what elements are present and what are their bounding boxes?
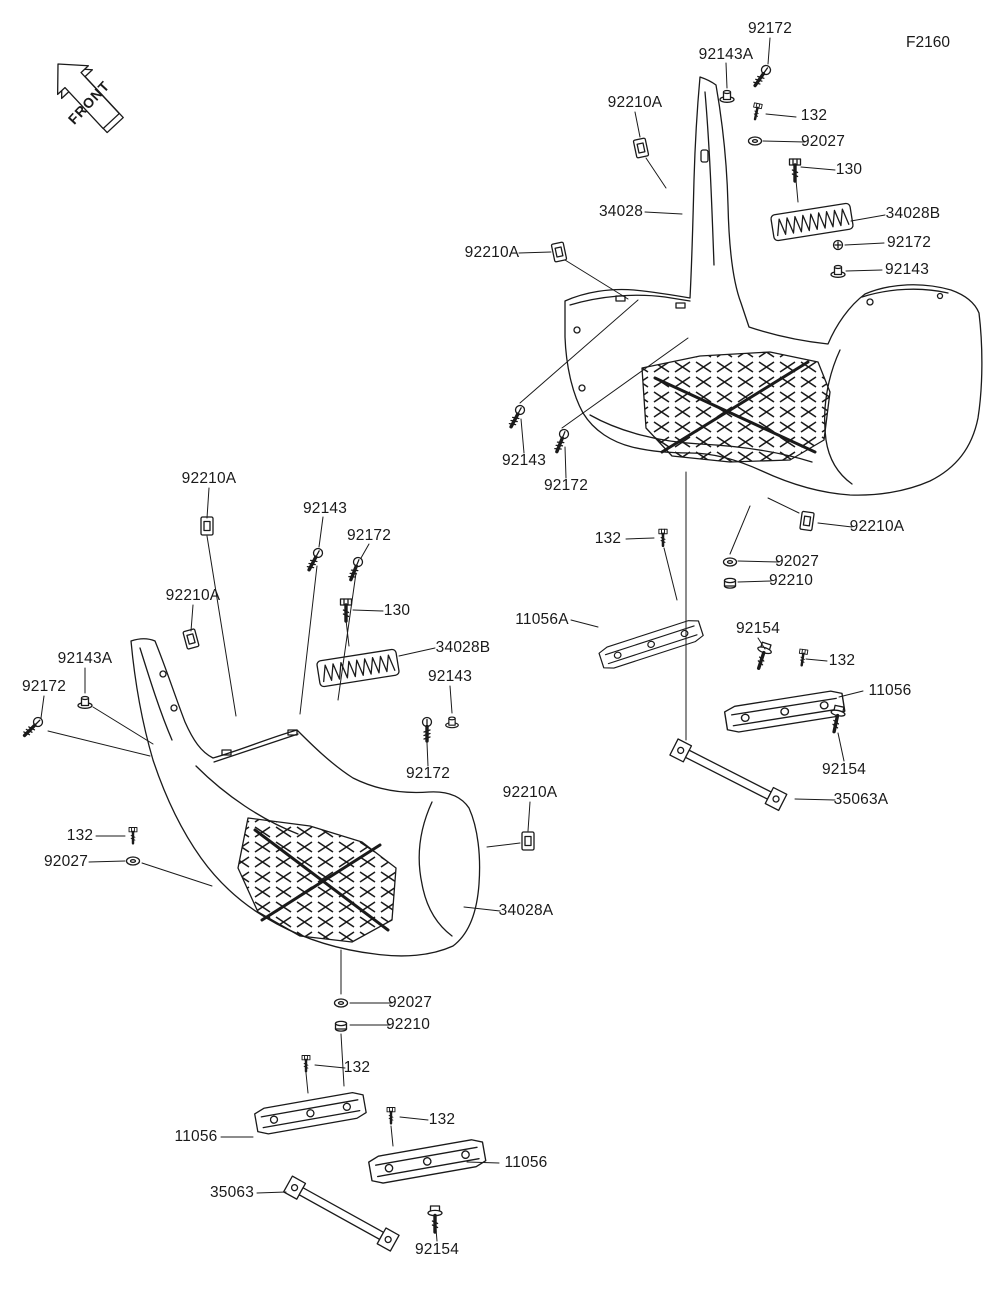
footwell-tread-area-left bbox=[237, 817, 397, 943]
part-label-35063A: 35063A bbox=[833, 791, 889, 808]
part-label-92154: 92154 bbox=[735, 620, 781, 637]
part-label-34028B: 34028B bbox=[435, 639, 491, 656]
part-label-92143A: 92143A bbox=[698, 46, 754, 63]
part-label-92027: 92027 bbox=[43, 853, 89, 870]
part-label-130: 130 bbox=[383, 602, 411, 619]
part-label-132: 132 bbox=[343, 1059, 371, 1076]
part-label-92210: 92210 bbox=[768, 572, 814, 589]
part-label-92210A: 92210A bbox=[607, 94, 663, 111]
part-label-92172: 92172 bbox=[886, 234, 932, 251]
part-label-35063: 35063 bbox=[209, 1184, 255, 1201]
part-label-92143: 92143 bbox=[501, 452, 547, 469]
part-label-132: 132 bbox=[828, 652, 856, 669]
footwell-panel-34028A bbox=[130, 638, 481, 957]
part-label-92027: 92027 bbox=[800, 133, 846, 150]
part-label-92143: 92143 bbox=[884, 261, 930, 278]
part-label-92172: 92172 bbox=[543, 477, 589, 494]
part-label-92210A: 92210A bbox=[502, 784, 558, 801]
figure-code: F2160 bbox=[906, 34, 950, 51]
part-label-34028B: 34028B bbox=[885, 205, 941, 222]
part-label-92172: 92172 bbox=[405, 765, 451, 782]
part-label-92027: 92027 bbox=[387, 994, 433, 1011]
part-label-92143: 92143 bbox=[427, 668, 473, 685]
part-label-92210A: 92210A bbox=[464, 244, 520, 261]
part-label-92143A: 92143A bbox=[57, 650, 113, 667]
footwell-panel-34028 bbox=[564, 76, 983, 496]
part-label-92154: 92154 bbox=[414, 1241, 460, 1258]
part-label-34028: 34028 bbox=[598, 203, 644, 220]
part-label-92210A: 92210A bbox=[165, 587, 221, 604]
part-label-92027: 92027 bbox=[774, 553, 820, 570]
part-label-34028A: 34028A bbox=[498, 902, 554, 919]
part-label-130: 130 bbox=[835, 161, 863, 178]
part-label-11056: 11056 bbox=[868, 682, 912, 699]
leader-lines bbox=[40, 37, 886, 1242]
part-label-11056A: 11056A bbox=[515, 611, 569, 628]
part-label-92172: 92172 bbox=[346, 527, 392, 544]
part-label-132: 132 bbox=[594, 530, 622, 547]
part-label-92210A: 92210A bbox=[181, 470, 237, 487]
part-label-132: 132 bbox=[66, 827, 94, 844]
part-label-132: 132 bbox=[428, 1111, 456, 1128]
part-label-132: 132 bbox=[800, 107, 828, 124]
part-label-92143: 92143 bbox=[302, 500, 348, 517]
part-label-92172: 92172 bbox=[21, 678, 67, 695]
footwell-tread-area-right bbox=[641, 351, 831, 463]
part-label-92210: 92210 bbox=[385, 1016, 431, 1033]
part-label-11056: 11056 bbox=[174, 1128, 218, 1145]
part-label-11056: 11056 bbox=[504, 1154, 548, 1171]
part-label-92154: 92154 bbox=[821, 761, 867, 778]
part-label-92210A: 92210A bbox=[849, 518, 905, 535]
part-label-92172: 92172 bbox=[747, 20, 793, 37]
